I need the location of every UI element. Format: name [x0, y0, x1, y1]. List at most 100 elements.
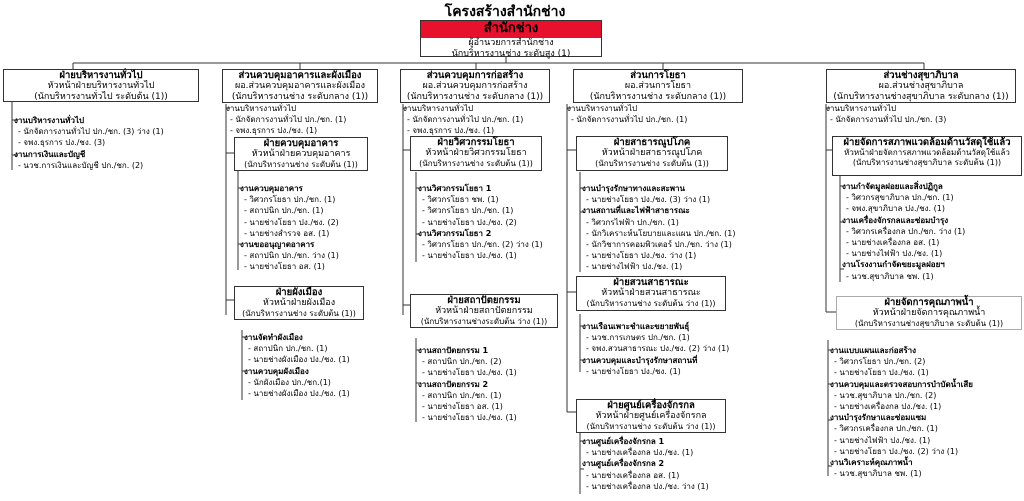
- construction-control-section-box: ส่วนควบคุมการก่อสร้าง ผอ.ส่วนควบคุมการก่…: [400, 69, 550, 103]
- box-head: ผอ.ส่วนช่างสุขาภิบาล: [878, 81, 964, 91]
- box-head: หัวหน้าฝ่ายสาธารณูปโภค: [601, 148, 703, 158]
- col3-top-list: งานบริหารงานทั่วไป - นักจัดการงานทั่วไป …: [403, 103, 523, 137]
- list-heading: งานการเงินและบัญชี: [14, 149, 86, 159]
- box-title: ฝ่ายบริหารงานทั่วไป: [59, 70, 143, 81]
- list-heading: งานบำรุงรักษาทางและสะพาน: [582, 184, 685, 193]
- architecture-unit-box: ฝ่ายสถาปัตยกรรม หัวหน้าฝ่ายสถาปัตยกรรม (…: [410, 294, 558, 328]
- box-head: หัวหน้าฝ่ายผังเมือง: [262, 298, 336, 308]
- list-item: - นักผังเมือง ปก./ชก.(1): [248, 377, 331, 387]
- box-rank: (นักบริหารงานช่าง ระดับต้น ว่าง (1)): [586, 299, 716, 308]
- box-title: ฝ่ายผังเมือง: [275, 287, 323, 298]
- water-quality-unit-box: ฝ่ายจัดการคุณภาพน้ำ หัวหน้าฝ่ายจัดการคุณ…: [836, 296, 1022, 330]
- list-item: - นายช่างผังเมือง ปง./ชง. (1): [248, 355, 350, 365]
- waste-environment-unit-box: ฝ่ายจัดการสภาพแวดล้อมด้านวัสดุใช้แล้ว หั…: [832, 136, 1022, 176]
- box-head: หัวหน้าฝ่ายจัดการคุณภาพน้ำ: [872, 308, 986, 318]
- list-heading: งานกำจัดมูลฝอยและสิ่งปฏิกูล: [842, 182, 943, 191]
- box-rank: (นักบริหารงานช่าง ระดับกลาง (1)): [406, 92, 544, 102]
- list-heading: งานควบคุมอาคาร: [240, 184, 303, 193]
- list-heading: งานควบคุมและบำรุงรักษาสถานที่: [582, 355, 698, 365]
- list-item: - นายช่างโยธา ปง./ชง. (1): [422, 251, 517, 261]
- col4-sub2-list: งานเรือนเพาะชำและขยายพันธุ์ - นวช.การเกษ…: [582, 321, 729, 377]
- box-title: ฝ่ายจัดการคุณภาพน้ำ: [884, 297, 974, 308]
- list-item: - วิศวกรโยธา ปก./ชก. (1): [244, 195, 336, 205]
- box-rank: (นักบริหารงานช่างสุขาภิบาล ระดับต้น (1)): [854, 319, 1004, 328]
- list-item: - นายช่างไฟฟ้า ปง./ชง. (1): [846, 249, 943, 259]
- list-item: - นักจัดการงานทั่วไป ปก./ชก. (1): [230, 115, 347, 125]
- list-item: - วิศวกรเครื่องกล ปก./ชก. (1): [834, 424, 938, 434]
- list-item: - นวช.สุขาภิบาล ชพ. (1): [846, 271, 934, 281]
- list-heading: งานแบบแผนและก่อสร้าง: [830, 346, 917, 355]
- list-item: - นายช่างโยธา ปง./ชง. (1): [586, 366, 681, 376]
- list-item: - นักจัดการงานทั่วไป ปก./ชก. (3): [830, 115, 947, 125]
- list-item: - นวช.สุขาภิบาล ปก./ชก. (2): [834, 390, 937, 400]
- box-head: ผอ.ส่วนการโยธา: [624, 81, 692, 91]
- box-head: หัวหน้าฝ่ายควบคุมอาคาร: [251, 149, 351, 159]
- list-heading: งานสถาปัตยกรรม 2: [418, 379, 489, 389]
- list-heading: งานบำรุงรักษาและซ่อมแซม: [830, 413, 927, 423]
- box-rank: (นักบริหารงานทั่วไป ระดับต้น (1)): [34, 92, 168, 102]
- col3-sub1-list: งานวิศวกรรมโยธา 1 - วิศวกรโยธา ชพ. (1) -…: [418, 183, 543, 261]
- col5-sub2-list: งานแบบแผนและก่อสร้าง - วิศวกรโยธา ปก./ชก…: [830, 345, 973, 479]
- list-item: - นายช่างเครื่องกล ปง./ชง. ว่าง (1): [586, 481, 709, 491]
- col4-top-list: งานบริหารงานทั่วไป - นักจัดการงานทั่วไป …: [567, 103, 687, 125]
- box-head: ผอ.ส่วนควบคุมอาคารและผังเมือง: [235, 81, 365, 91]
- list-heading: งานเรือนเพาะชำและขยายพันธุ์: [582, 322, 690, 331]
- box-rank: (นักบริหารงานช่าง ระดับกลาง (1)): [589, 92, 727, 102]
- list-heading: งานควบคุมและตรวจสอบการบำบัดน้ำเสีย: [830, 379, 973, 389]
- box-title: ฝ่ายสวนสาธารณะ: [613, 277, 689, 288]
- list-item: - นวช.การเงินและบัญชี ปก./ชก. (2): [18, 160, 144, 170]
- box-head: ผอ.ส่วนควบคุมการก่อสร้าง: [422, 81, 528, 91]
- list-item: - จพง.สวนสาธารณะ ปง./ชง. (2) ว่าง (1): [586, 344, 730, 354]
- list-item: - วิศวกรโยธา ชพ. (1): [422, 195, 499, 205]
- list-heading: งานขออนุญาตอาคาร: [240, 240, 315, 250]
- col1-list: งานบริหารงานทั่วไป - นักจัดการงานทั่วไป …: [14, 115, 164, 171]
- utilities-unit-box: ฝ่ายสาธารณูปโภค หัวหน้าฝ่ายสาธารณูปโภค (…: [576, 136, 728, 171]
- list-heading: งานควบคุมผังเมือง: [244, 366, 309, 376]
- list-item: - นวช.สุขาภิบาล ชพ. (1): [834, 469, 922, 479]
- box-title: ฝ่ายศูนย์เครื่องจักรกล: [607, 400, 695, 411]
- sanitation-section-box: ส่วนช่างสุขาภิบาล ผอ.ส่วนช่างสุขาภิบาล (…: [826, 69, 1016, 103]
- general-admin-division-box: ฝ่ายบริหารงานทั่วไป หัวหน้าฝ่ายบริหารงาน…: [3, 69, 199, 102]
- box-rank: (นักบริหารงานช่างสุขาภิบาล ระดับต้น (1)): [852, 158, 1002, 167]
- list-item: - นายช่างไฟฟ้า ปง./ชง. (1): [834, 435, 931, 445]
- col2-sub1-list: งานควบคุมอาคาร - วิศวกรโยธา ปก./ชก. (1) …: [240, 183, 339, 273]
- civil-engineering-unit-box: ฝ่ายวิศวกรรมโยธา หัวหน้าฝ่ายวิศวกรรมโยธา…: [410, 136, 542, 171]
- list-heading: งานบริหารงานทั่วไป: [403, 104, 474, 113]
- list-item: - นักวิชาการคอมพิวเตอร์ ปก./ชก. ว่าง (1): [586, 240, 732, 250]
- building-control-unit-box: ฝ่ายควบคุมอาคาร หัวหน้าฝ่ายควบคุมอาคาร (…: [234, 137, 368, 171]
- list-item: - วิศวกรโยธา ปก./ชก. (2) ว่าง (1): [422, 240, 543, 250]
- list-heading: งานบริหารงานทั่วไป: [226, 104, 297, 113]
- box-rank: (นักบริหารงานช่าง ระดับต้น ว่าง (1)): [586, 422, 716, 431]
- box-rank: (นักบริหารงานช่าง ระดับกลาง (1)): [231, 92, 369, 102]
- box-title: ส่วนควบคุมอาคารและผังเมือง: [238, 70, 362, 81]
- list-item: - จพง.ธุรการ ปง./ชง. (3): [18, 138, 106, 148]
- list-item: - จพง.สุขาภิบาล ปง./ชง. (1): [846, 204, 945, 214]
- box-title: ส่วนควบคุมการก่อสร้าง: [426, 70, 524, 81]
- col2-top-list: งานบริหารงานทั่วไป - นักจัดการงานทั่วไป …: [226, 103, 346, 137]
- box-rank: (นักบริหารงานช่างสุขาภิบาล ระดับกลาง (1)…: [833, 92, 1009, 102]
- list-item: - นายช่างเครื่องกล อส. (1): [586, 470, 680, 480]
- box-rank: (นักบริหารงานช่าง ระดับต้น (1)): [595, 159, 709, 168]
- col4-sub3-list: งานศูนย์เครื่องจักรกล 1 - นายช่างเครื่อง…: [582, 436, 709, 492]
- list-heading: งานจัดทำผังเมือง: [244, 333, 303, 342]
- list-item: - นายช่างเครื่องกล ปง./ชง. (1): [834, 402, 942, 412]
- building-control-section-box: ส่วนควบคุมอาคารและผังเมือง ผอ.ส่วนควบคุม…: [222, 69, 378, 103]
- list-item: - สถาปนิก ปก./ชก. (1): [244, 206, 324, 216]
- col4-sub1-list: งานบำรุงรักษาทางและสะพาน - นายช่างโยธา ป…: [582, 183, 735, 273]
- list-item: - สถาปนิก ปก./ชก. (1): [248, 344, 328, 354]
- list-item: - นายช่างโยธา ปง./ชง. ว่าง (1): [586, 251, 697, 261]
- list-heading: งานศูนย์เครื่องจักรกล 1: [582, 437, 665, 446]
- box-head: หัวหน้าฝ่ายสวนสาธารณะ: [601, 288, 701, 298]
- list-item: - นักจัดการงานทั่วไป ปก./ชก. (1): [571, 115, 688, 125]
- list-item: - สถาปนิก ปก./ชก. (1): [422, 390, 502, 400]
- col3-sub2-list: งานสถาปัตยกรรม 1 - สถาปนิก ปก./ชก. (2) -…: [418, 345, 517, 423]
- director-box: สำนักช่าง ผู้อำนวยการสำนักช่าง นักบริหาร…: [420, 20, 602, 59]
- list-item: - นายช่างไฟฟ้า ปง./ชง. (1): [586, 262, 683, 272]
- list-heading: งานโรงงานกำจัดขยะมูลฝอยฯ: [842, 260, 945, 270]
- list-item: - นักจัดการงานทั่วไป ปก./ชก. (3) ว่าง (1…: [18, 127, 164, 137]
- list-item: - นายช่างสำรวจ อส. (1): [244, 228, 330, 238]
- department-name: สำนักช่าง: [421, 21, 601, 38]
- list-item: - นายช่างเครื่องกล อส. (1): [846, 238, 940, 248]
- box-rank: (นักบริหารงานช่าง ระดับต้น (1)): [242, 309, 356, 318]
- box-head: หัวหน้าฝ่ายจัดการสภาพแวดล้อมด้านวัสดุใช้…: [844, 148, 1010, 157]
